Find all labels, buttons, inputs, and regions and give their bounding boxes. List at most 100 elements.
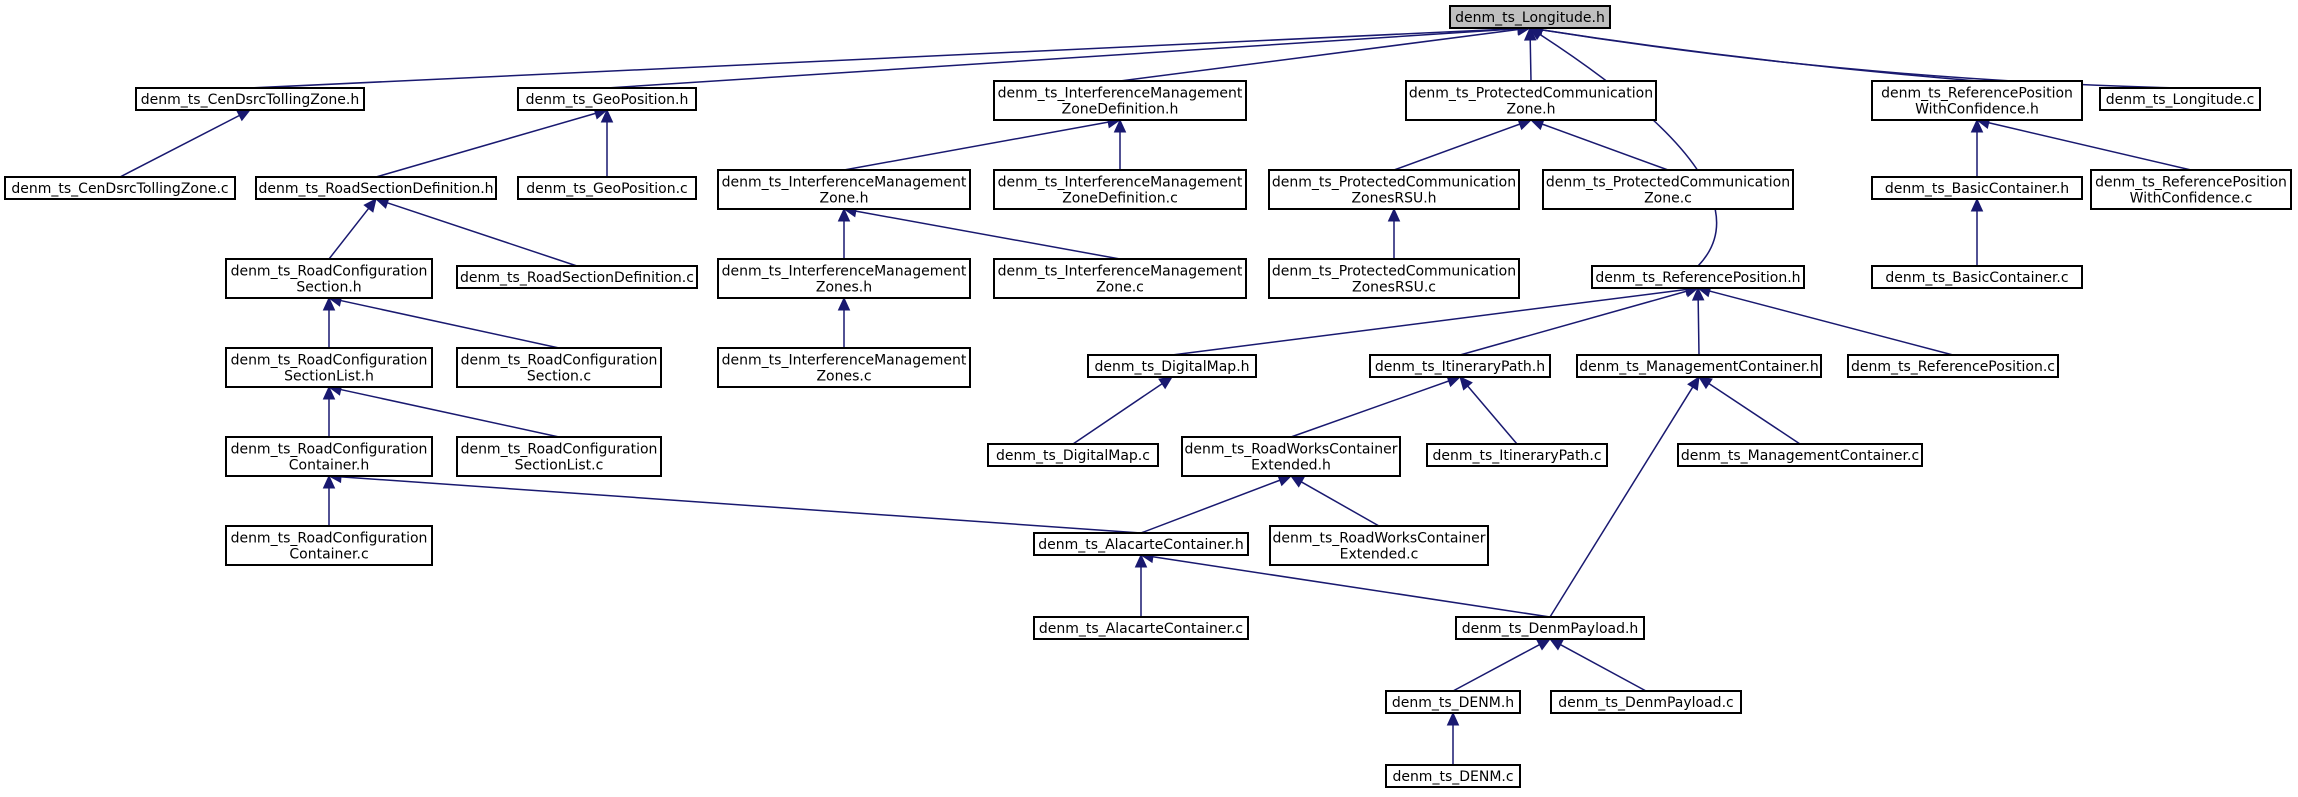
node-label: Extended.h	[1251, 458, 1331, 474]
node-label: denm_ts_RoadConfiguration	[461, 442, 658, 458]
node-label: Zone.h	[820, 191, 869, 207]
arrowhead-icon	[600, 108, 614, 123]
node-label: ZoneDefinition.h	[1062, 102, 1179, 118]
node-label: Section.h	[296, 280, 361, 296]
node-roadsecdef-c[interactable]: denm_ts_RoadSectionDefinition.c	[456, 265, 698, 289]
arrowhead-icon	[1536, 638, 1552, 651]
node-label: denm_ts_InterferenceManagement	[998, 175, 1243, 191]
arrowhead-icon	[1134, 553, 1148, 568]
arrowhead-icon	[1523, 26, 1537, 41]
node-label: ZonesRSU.c	[1352, 280, 1436, 296]
node-box	[225, 525, 433, 566]
node-denm-h[interactable]: denm_ts_DENM.h	[1385, 690, 1521, 714]
edge-pczonesrsu_h-to-pczone_h	[1393, 123, 1520, 171]
node-box	[456, 265, 698, 289]
edge-cendsrc_h-to-longitude_h	[249, 27, 1519, 89]
node-imzonedef-h[interactable]: denm_ts_InterferenceManagementZoneDefini…	[993, 80, 1247, 121]
node-basiccont-h[interactable]: denm_ts_BasicContainer.h	[1871, 176, 2083, 200]
edge-mgmtcont_c-to-mgmtcont_h	[1708, 383, 1801, 445]
node-label: denm_ts_ReferencePosition	[1881, 86, 2073, 102]
node-box	[517, 87, 697, 111]
node-label: denm_ts_ProtectedCommunication	[1546, 175, 1790, 191]
node-imzonedef-c[interactable]: denm_ts_InterferenceManagementZoneDefini…	[993, 169, 1247, 210]
node-refposconf-h[interactable]: denm_ts_ReferencePositionWithConfidence.…	[1871, 80, 2083, 121]
node-mgmtcont-c[interactable]: denm_ts_ManagementContainer.c	[1677, 443, 1923, 467]
node-itinerary-c[interactable]: denm_ts_ItineraryPath.c	[1426, 443, 1608, 467]
node-box	[2099, 87, 2261, 111]
arrowhead-icon	[837, 207, 851, 222]
node-cendsrc-h[interactable]: denm_ts_CenDsrcTollingZone.h	[135, 87, 365, 111]
node-digitalmap-h[interactable]: denm_ts_DigitalMap.h	[1087, 354, 1257, 378]
node-label: denm_ts_DenmPayload.h	[1462, 621, 1639, 637]
node-label: denm_ts_RoadSectionDefinition.h	[258, 181, 493, 197]
node-label: denm_ts_InterferenceManagement	[722, 175, 967, 191]
node-label: denm_ts_ItineraryPath.h	[1375, 359, 1545, 375]
node-longitude-c[interactable]: denm_ts_Longitude.c	[2099, 87, 2261, 111]
node-box	[1033, 532, 1249, 556]
node-label: denm_ts_ReferencePosition.h	[1595, 270, 1800, 286]
node-box	[1449, 5, 1611, 29]
node-box	[225, 347, 433, 388]
edge-denm_h-to-denmpayload_h	[1452, 644, 1540, 692]
arrowhead-icon	[1970, 118, 1984, 133]
node-digitalmap-c[interactable]: denm_ts_DigitalMap.c	[987, 443, 1159, 467]
edge-refpos_c-to-refpos_h	[1709, 290, 1954, 356]
node-label: ZoneDefinition.c	[1062, 191, 1178, 207]
node-mgmtcont-h[interactable]: denm_ts_ManagementContainer.h	[1576, 354, 1822, 378]
node-basiccont-c[interactable]: denm_ts_BasicContainer.c	[1871, 265, 2083, 289]
node-label: denm_ts_RoadConfiguration	[231, 531, 428, 547]
arrowhead-icon	[322, 296, 336, 311]
node-label: denm_ts_BasicContainer.h	[1885, 181, 2069, 197]
node-alacarte-h[interactable]: denm_ts_AlacarteContainer.h	[1033, 532, 1249, 556]
node-longitude-h[interactable]: denm_ts_Longitude.h	[1449, 5, 1611, 29]
node-geopos-c[interactable]: denm_ts_GeoPosition.c	[517, 176, 697, 200]
node-box	[1871, 176, 2083, 200]
node-denmpayload-c[interactable]: denm_ts_DenmPayload.c	[1550, 690, 1742, 714]
node-alacarte-c[interactable]: denm_ts_AlacarteContainer.c	[1033, 616, 1249, 640]
node-label: denm_ts_RoadWorksContainer	[1184, 442, 1397, 458]
node-denm-c[interactable]: denm_ts_DENM.c	[1385, 764, 1521, 788]
arrowhead-icon	[1158, 376, 1173, 390]
node-box	[255, 176, 497, 200]
node-denmpayload-h[interactable]: denm_ts_DenmPayload.h	[1455, 616, 1645, 640]
node-refposconf-c[interactable]: denm_ts_ReferencePositionWithConfidence.…	[2090, 169, 2292, 210]
arrowhead-icon	[322, 474, 336, 489]
node-box	[1087, 354, 1257, 378]
edge-digitalmap_h-to-refpos_h	[1171, 288, 1687, 356]
node-label: denm_ts_ReferencePosition	[2095, 175, 2287, 191]
node-label: denm_ts_ReferencePosition.c	[1851, 359, 2055, 375]
node-label: Container.c	[289, 547, 368, 563]
node-box	[993, 169, 1247, 210]
node-cendsrc-c[interactable]: denm_ts_CenDsrcTollingZone.c	[4, 176, 236, 200]
edge-alacarte_h-to-rccontainer_h	[340, 476, 1142, 534]
node-refpos-h[interactable]: denm_ts_ReferencePosition.h	[1591, 265, 1805, 289]
node-itinerary-h[interactable]: denm_ts_ItineraryPath.h	[1369, 354, 1551, 378]
node-label: denm_ts_RoadSectionDefinition.c	[460, 270, 694, 286]
arrowhead-icon	[1687, 375, 1700, 391]
node-label: denm_ts_InterferenceManagement	[722, 353, 967, 369]
node-roadsecdef-h[interactable]: denm_ts_RoadSectionDefinition.h	[255, 176, 497, 200]
node-refpos-c[interactable]: denm_ts_ReferencePosition.c	[1847, 354, 2059, 378]
node-box	[1385, 690, 1521, 714]
node-label: Zones.h	[816, 280, 872, 296]
edge-denmpayload_h-to-alacarte_h	[1152, 556, 1551, 618]
node-geopos-h[interactable]: denm_ts_GeoPosition.h	[517, 87, 697, 111]
node-label: denm_ts_Longitude.h	[1455, 10, 1605, 26]
edge-imzone_h-to-imzonedef_h	[843, 121, 1109, 171]
